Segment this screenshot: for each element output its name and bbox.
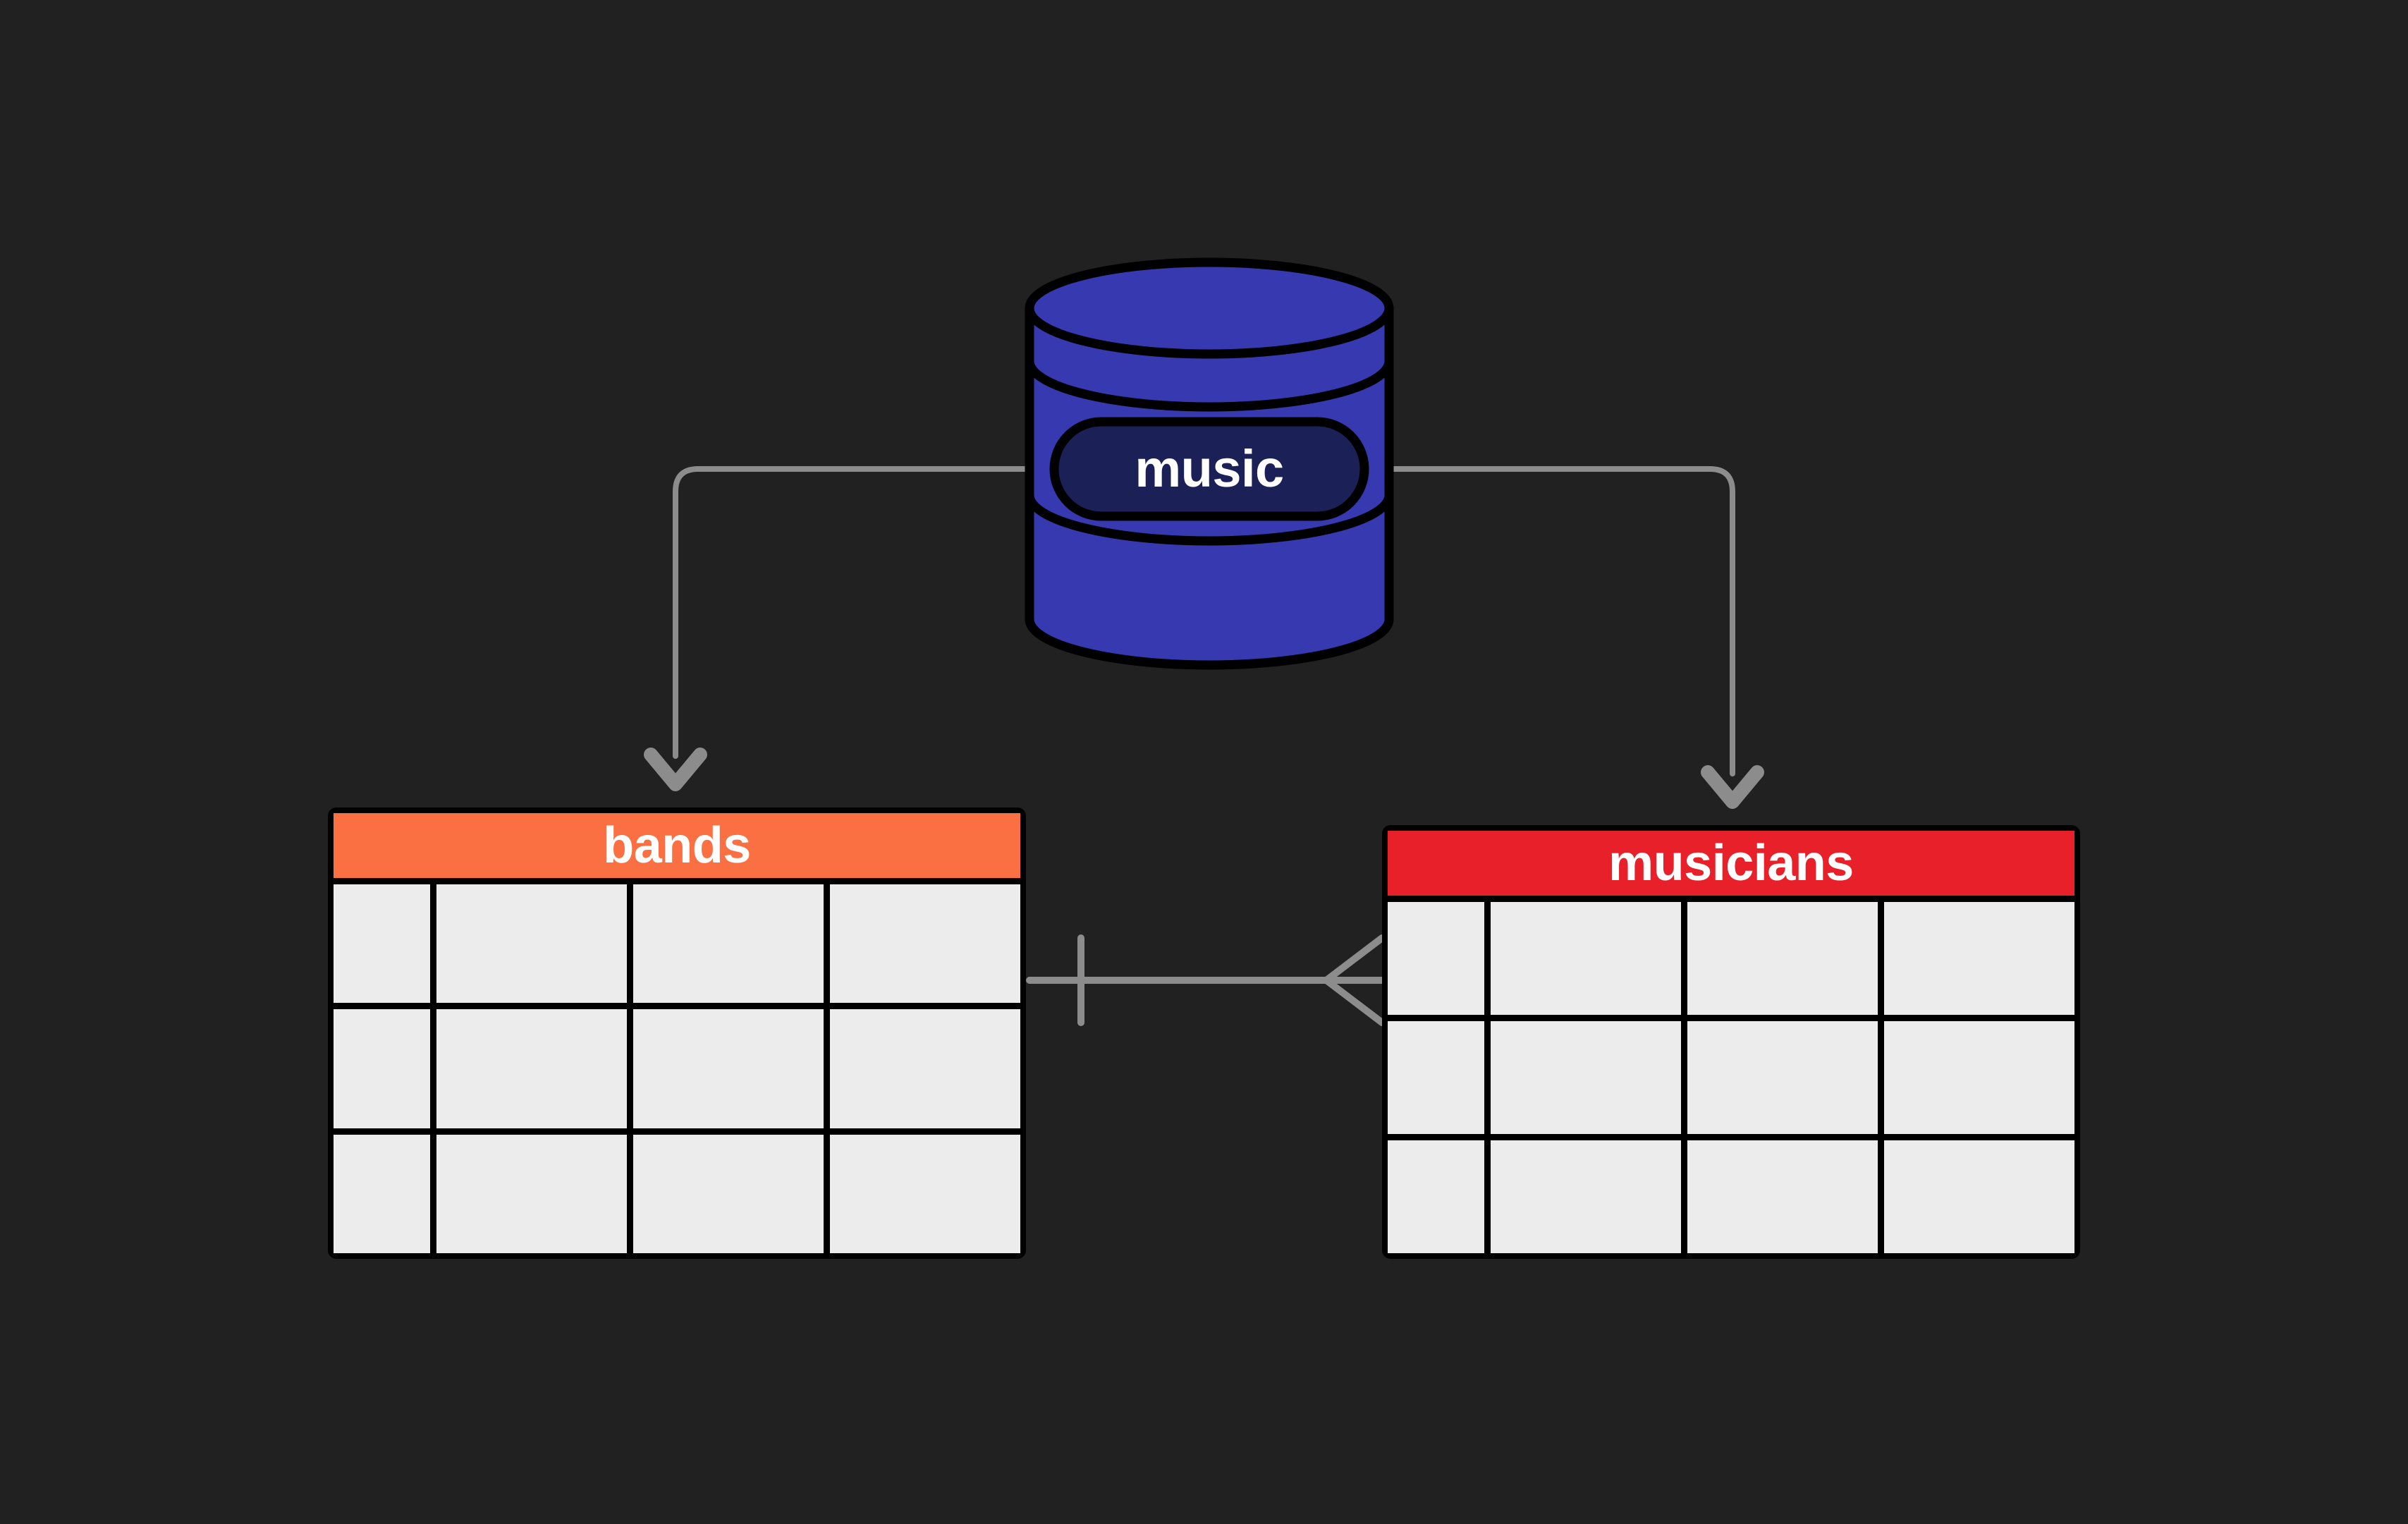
- table-cell: [830, 884, 1020, 1004]
- connector-db-to-musicians-arrowhead: [1701, 765, 1764, 809]
- table-cell: [1884, 1140, 2074, 1253]
- table-cell: [830, 1134, 1020, 1253]
- table-cell: [830, 1009, 1020, 1128]
- table-row: [1388, 1140, 2074, 1253]
- entity-table-bands[interactable]: bands: [328, 807, 1026, 1259]
- connector-db-to-bands-line: [673, 466, 1029, 759]
- cardinality-many-crowsfoot: [1323, 934, 1386, 1026]
- connector-db-to-bands-arrowhead: [644, 748, 707, 791]
- connector-db-to-musicians: [1386, 466, 1764, 809]
- table-cell: [1491, 902, 1681, 1015]
- table-cell: [633, 1009, 824, 1128]
- table-row: [334, 1134, 1020, 1253]
- table-cell: [1388, 1021, 1484, 1134]
- table-cell: [1884, 902, 2074, 1015]
- table-cell: [436, 1009, 627, 1128]
- connector-db-to-bands: [644, 466, 1029, 791]
- table-cell: [1687, 1021, 1878, 1134]
- table-cell: [1491, 1140, 1681, 1253]
- table-cell: [436, 884, 627, 1004]
- table-row: [1388, 1021, 2074, 1134]
- table-row: [1388, 902, 2074, 1015]
- table-cell: [633, 1134, 824, 1253]
- entity-header-bands: bands: [334, 813, 1020, 878]
- entity-header-musicians: musicians: [1388, 831, 2074, 896]
- table-row: [334, 1009, 1020, 1128]
- table-cell: [1388, 902, 1484, 1015]
- table-cell: [1884, 1021, 2074, 1134]
- entity-body-bands: [334, 878, 1020, 1253]
- table-cell: [1491, 1021, 1681, 1134]
- cylinder-ring-upper: [1025, 360, 1394, 412]
- database-cylinder-music[interactable]: music: [1025, 257, 1394, 670]
- table-cell: [1687, 902, 1878, 1015]
- connector-bands-to-musicians: [1026, 934, 1386, 1026]
- table-cell: [436, 1134, 627, 1253]
- database-label-pill: [1049, 417, 1369, 521]
- table-cell: [1687, 1140, 1878, 1253]
- cylinder-ring-lower: [1025, 494, 1394, 546]
- entity-table-musicians[interactable]: musicians: [1382, 825, 2080, 1259]
- connector-db-to-musicians-line: [1386, 466, 1735, 776]
- table-cell: [1388, 1140, 1484, 1253]
- table-row: [334, 884, 1020, 1004]
- table-cell: [633, 884, 824, 1004]
- table-cell: [334, 1134, 430, 1253]
- entity-title-musicians: musicians: [1608, 835, 1854, 891]
- database-label-text: music: [1135, 439, 1283, 498]
- cylinder-top: [1025, 257, 1394, 359]
- entity-title-bands: bands: [603, 817, 751, 874]
- table-cell: [334, 1009, 430, 1128]
- entity-body-musicians: [1388, 896, 2074, 1253]
- table-cell: [334, 884, 430, 1004]
